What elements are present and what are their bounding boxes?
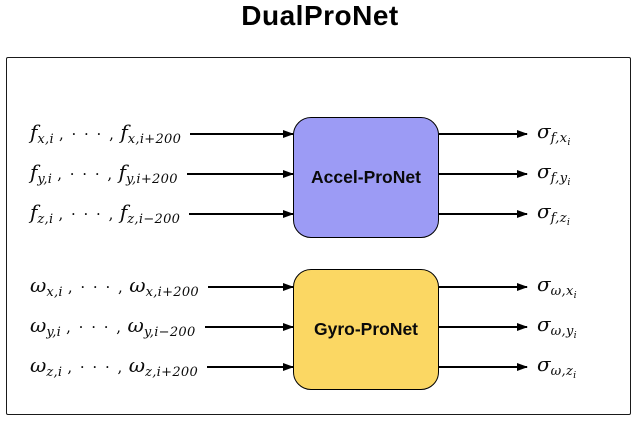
arrow-right-icon bbox=[189, 213, 293, 215]
gyro-output-label-x: σω,xi bbox=[537, 271, 577, 301]
gyro-input-label-x: ωx,i, · · · ,ωx,i+200 bbox=[30, 273, 200, 300]
gyro-input-row-x: ωx,i, · · · ,ωx,i+200 bbox=[30, 272, 293, 302]
gyro-pronet-label: Gyro-ProNet bbox=[313, 319, 419, 339]
accel-output-row-x: σf,xi bbox=[439, 119, 615, 149]
accel-input-row-y: fy,i, · · · ,fy,i+200 bbox=[30, 159, 293, 189]
accel-output-row-z: σf,zi bbox=[439, 199, 615, 229]
accel-output-row-y: σf,yi bbox=[439, 159, 615, 189]
gyro-output-label-z: σω,zi bbox=[537, 351, 577, 381]
accel-input-row-z: fz,i, · · · ,fz,i−200 bbox=[30, 199, 293, 229]
gyro-input-label-y: ωy,i, · · · ,ωy,i−200 bbox=[30, 313, 196, 340]
accel-output-label-x: σf,xi bbox=[537, 118, 571, 148]
gyro-input-row-z: ωz,i, · · · ,ωz,i+200 bbox=[30, 352, 293, 382]
gyro-input-label-z: ωz,i, · · · ,ωz,i+200 bbox=[30, 353, 199, 380]
accel-output-label-y: σf,yi bbox=[537, 158, 571, 188]
arrow-right-icon bbox=[439, 173, 527, 175]
accel-output-label-z: σf,zi bbox=[537, 198, 571, 228]
accel-pronet-box: Accel-ProNet bbox=[293, 117, 439, 238]
gyro-output-row-x: σω,xi bbox=[439, 272, 615, 302]
arrow-right-icon bbox=[208, 286, 293, 288]
accel-input-label-x: fx,i, · · · ,fx,i+200 bbox=[30, 120, 182, 147]
gyro-output-row-y: σω,yi bbox=[439, 312, 615, 342]
arrow-right-icon bbox=[439, 366, 527, 368]
arrow-right-icon bbox=[439, 286, 527, 288]
accel-input-label-z: fz,i, · · · ,fz,i−200 bbox=[30, 200, 181, 227]
arrow-right-icon bbox=[439, 133, 527, 135]
arrow-right-icon bbox=[207, 366, 293, 368]
arrow-right-icon bbox=[439, 326, 527, 328]
accel-input-row-x: fx,i, · · · ,fx,i+200 bbox=[30, 119, 293, 149]
gyro-output-row-z: σω,zi bbox=[439, 352, 615, 382]
gyro-pronet-box: Gyro-ProNet bbox=[293, 269, 439, 390]
accel-input-label-y: fy,i, · · · ,fy,i+200 bbox=[30, 160, 178, 187]
arrow-right-icon bbox=[204, 326, 293, 328]
gyro-output-label-y: σω,yi bbox=[537, 311, 577, 341]
accel-pronet-label: Accel-ProNet bbox=[311, 167, 421, 187]
arrow-right-icon bbox=[190, 133, 293, 135]
diagram-title: DualProNet bbox=[241, 0, 399, 31]
gyro-input-row-y: ωy,i, · · · ,ωy,i−200 bbox=[30, 312, 293, 342]
arrow-right-icon bbox=[439, 213, 527, 215]
arrow-right-icon bbox=[186, 173, 293, 175]
